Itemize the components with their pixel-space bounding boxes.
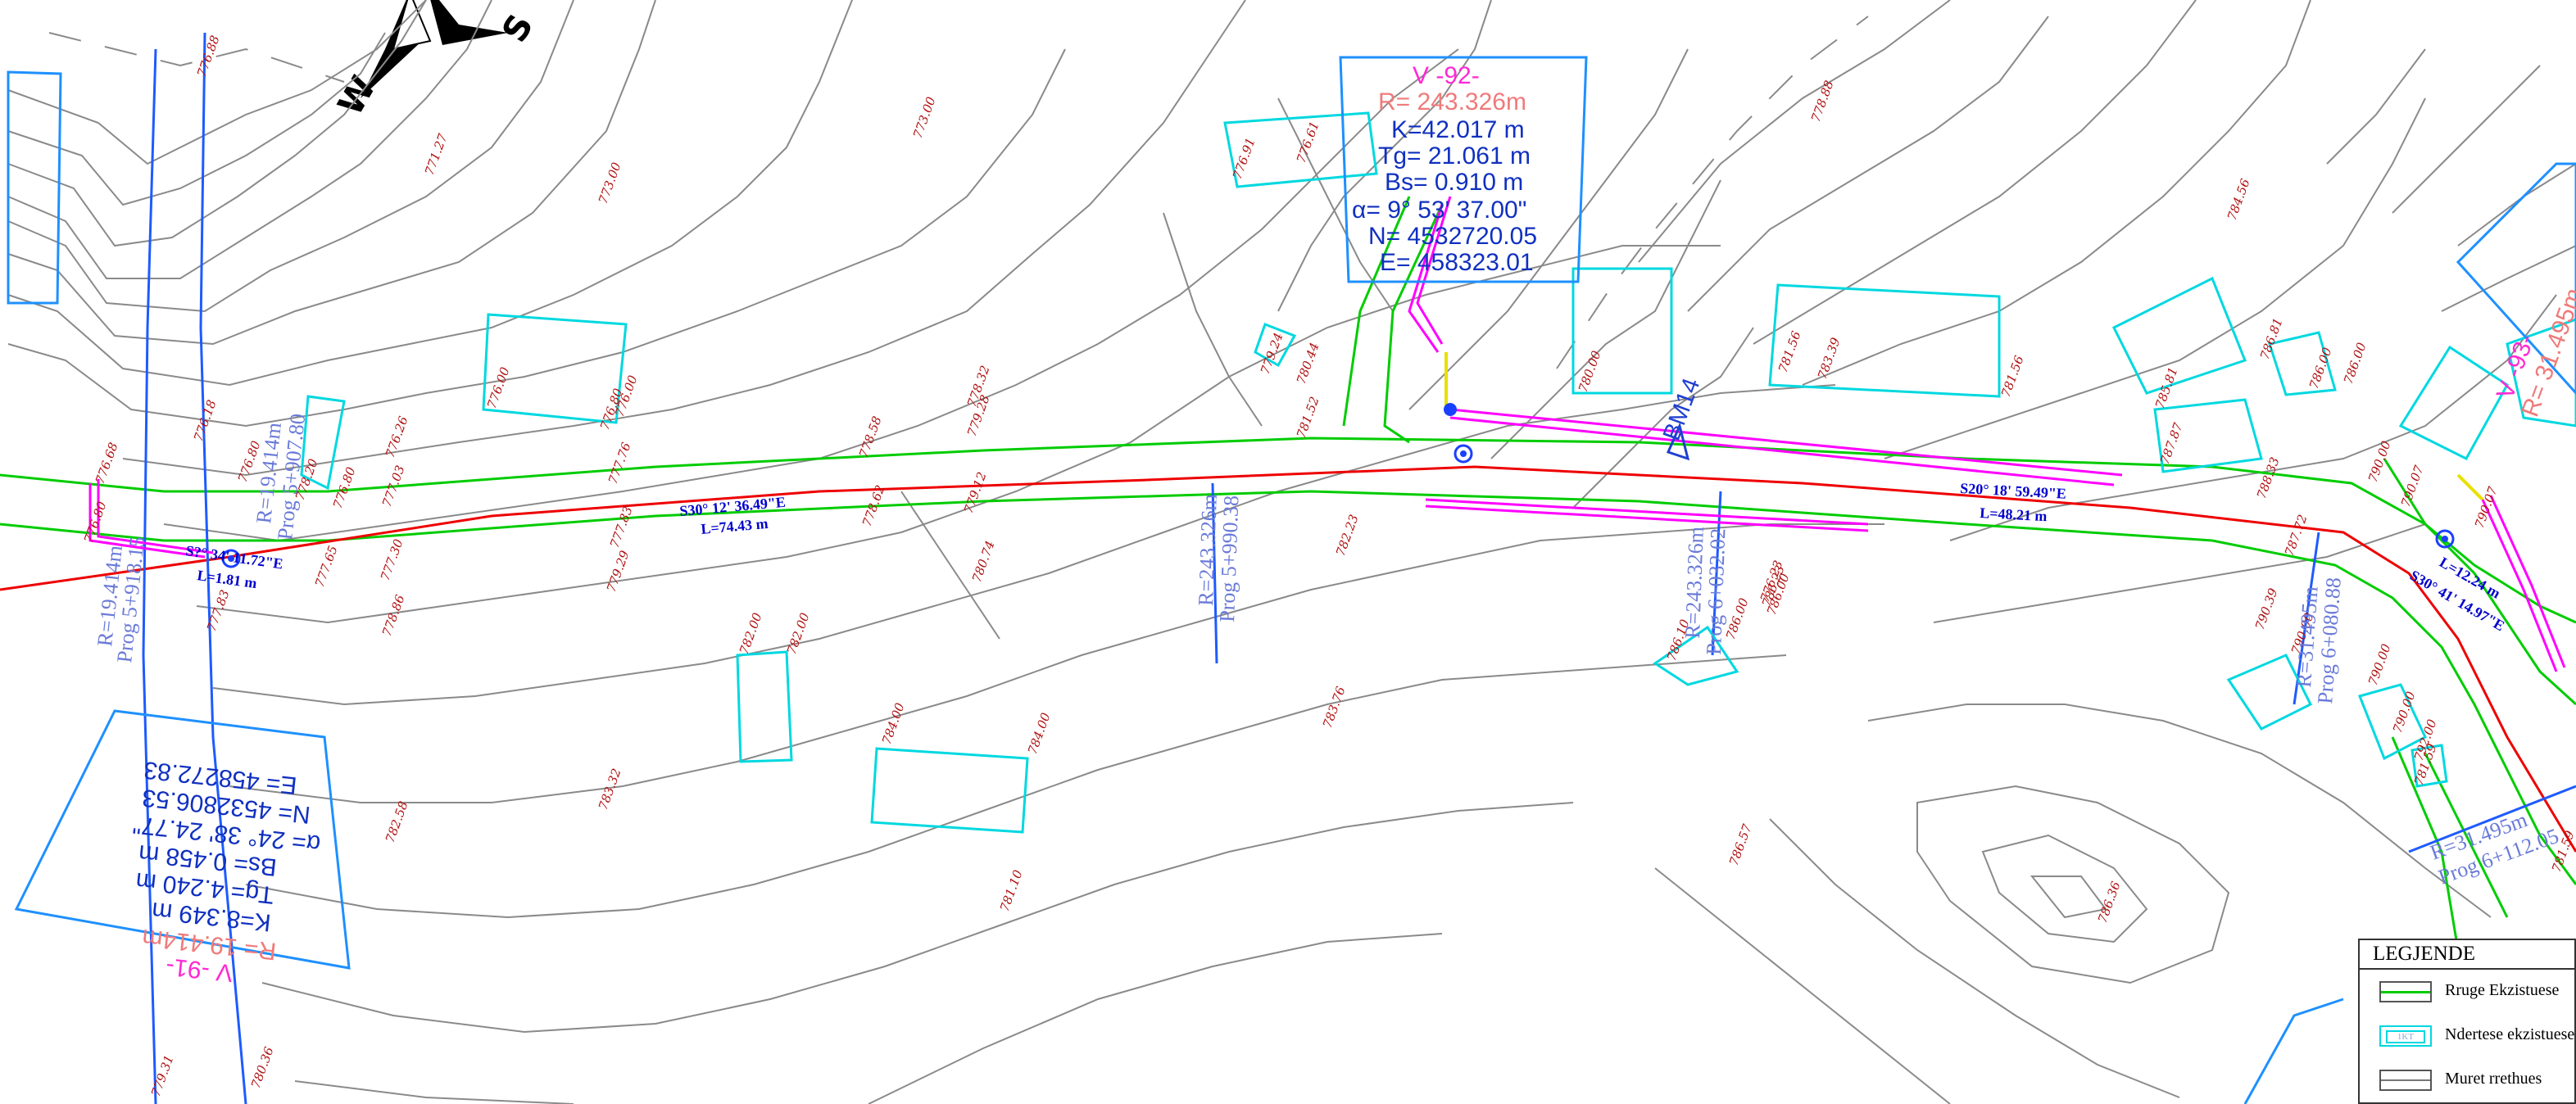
elevation-label: 787.72 — [2282, 513, 2311, 558]
elevation-label: 776.80 — [330, 464, 359, 510]
elevation-label: 786.36 — [2095, 879, 2124, 925]
elevation-label: 782.00 — [784, 610, 813, 656]
elevation-label: 782.58 — [383, 799, 411, 844]
elevation-label: 778.58 — [856, 414, 885, 459]
prog-station: Prog 5+990.38 — [1215, 495, 1243, 623]
legend-item-wall: Muret rrethues — [2360, 1058, 2574, 1102]
elevation-label: 777.76 — [605, 440, 634, 486]
elevation-label: 778.86 — [379, 592, 408, 638]
elevation-label: 786.00 — [2341, 340, 2370, 386]
elevation-label: 781.56 — [1998, 353, 2027, 399]
legend-swatch-building: 1KT — [2379, 1025, 2432, 1047]
curve-93-data: V -93- R= 31.495m — [2492, 285, 2576, 421]
elevation-label: 786.00 — [2306, 345, 2335, 391]
elevation-label: 786.81 — [2257, 316, 2286, 361]
elevation-label: 776.18 — [191, 398, 220, 443]
elevation-label: 780.36 — [248, 1044, 277, 1090]
elevation-label: 781.56 — [1776, 328, 1804, 374]
legend-swatch-building-text: 1KT — [2386, 1030, 2425, 1043]
elevation-label: 781.52 — [1294, 395, 1322, 440]
elevation-label: 790.00 — [2365, 641, 2394, 687]
elevation-label: 784.56 — [2225, 176, 2253, 222]
curve-91-frame — [14, 709, 351, 970]
curve-91-data: V -91- R= 19.414m K=8.349 m Tg= 4.240 m … — [131, 756, 321, 987]
road-axis — [0, 465, 2576, 853]
curve-92-n: N= 4532720.05 — [1368, 223, 1537, 250]
elevation-label: 786.57 — [1726, 821, 1755, 867]
legend-label-wall: Muret rrethues — [2445, 1070, 2542, 1088]
elevation-label: 790.00 — [2365, 438, 2394, 484]
legend-swatch-wall — [2379, 1070, 2432, 1091]
curve-92-tg: Tg= 21.061 m — [1378, 143, 1531, 170]
elevation-label: 783.76 — [1320, 684, 1349, 730]
elevation-label: 787.87 — [2157, 420, 2186, 466]
elevation-label: 779.12 — [961, 470, 990, 515]
elevation-label: 788.33 — [2254, 455, 2283, 500]
elevation-label: 780.74 — [969, 539, 998, 584]
elevation-label: 777.65 — [312, 544, 341, 589]
compass-s-label: S — [494, 7, 542, 49]
legend-item-building: 1KT Ndertese ekzistuese — [2360, 1014, 2574, 1058]
segment-length: L=48.21 m — [1980, 504, 2048, 524]
legend-item-road: Rruge Ekzistuese — [2360, 970, 2574, 1014]
elevation-label: 777.30 — [378, 536, 406, 582]
legend-swatch-road — [2379, 981, 2432, 1002]
curve-92-bs: Bs= 0.910 m — [1385, 169, 1523, 196]
compass-rose: W S — [330, 0, 542, 122]
legend-title: LEGJENDE — [2360, 940, 2574, 970]
elevation-label: 777.83 — [607, 504, 636, 550]
elevation-label: 773.00 — [910, 94, 939, 140]
elevation-label: 784.00 — [1025, 710, 1054, 756]
curve-right-bottom-frame — [2243, 998, 2344, 1104]
elevation-label: 790.39 — [2252, 586, 2281, 631]
elevation-label: 778.88 — [1808, 79, 1837, 124]
curve-left-frame — [7, 70, 62, 305]
elevation-label: 776.68 — [93, 441, 121, 486]
elevation-label: 771.27 — [422, 131, 451, 177]
elevation-label: 781.10 — [997, 867, 1026, 913]
prog-station: Prog 6+032.02 — [1702, 528, 1730, 656]
elevation-label: 773.00 — [596, 160, 624, 206]
elevation-label: 784.00 — [879, 700, 908, 746]
section-lines — [142, 32, 2576, 1104]
curve-92-alpha: α= 9° 53' 37.00" — [1352, 197, 1526, 224]
curve-92-name: V -92- — [1413, 62, 1480, 89]
elevation-label: 776.26 — [383, 414, 411, 459]
elevation-label: 782.23 — [1333, 513, 1362, 558]
curve-92-data: V -92- R= 243.326m K=42.017 m Tg= 21.061… — [1352, 62, 1537, 276]
segment-length: L=1.81 m — [196, 567, 257, 591]
curve-93-frame — [2456, 162, 2576, 396]
yellow-connector-right — [2456, 473, 2484, 501]
vertex-markers — [221, 403, 2455, 568]
elevation-label: 779.29 — [604, 548, 633, 594]
elevation-label: 776.91 — [1230, 136, 1259, 181]
legend-label-building: Ndertese ekzistuese — [2445, 1025, 2575, 1043]
segment-bearing: S30° 12' 36.49"E — [679, 494, 787, 519]
retaining-walls — [88, 196, 2566, 672]
curve-92-radius: R= 243.326m — [1378, 88, 1526, 115]
elevation-label: 780.00 — [1576, 348, 1604, 394]
elevation-label: 779.31 — [148, 1053, 177, 1098]
segment-bearing: S20° 18' 59.49"E — [1960, 480, 2067, 502]
elevation-label: 780.44 — [1294, 341, 1322, 386]
elevation-label: 782.00 — [737, 610, 765, 656]
elevation-label: 776.61 — [1294, 120, 1322, 165]
elevation-label: 776.00 — [484, 364, 513, 410]
elevation-label: 785.81 — [2152, 365, 2181, 410]
curve-92-k: K=42.017 m — [1391, 116, 1525, 143]
legend-label-road: Rruge Ekzistuese — [2445, 981, 2560, 999]
elevation-label: 779.24 — [1258, 331, 1286, 376]
elevation-label: 783.39 — [1815, 335, 1844, 381]
prog-radius: R=243.326m — [1680, 527, 1708, 640]
map-legend: LEGJENDE Rruge Ekzistuese 1KT Ndertese e… — [2358, 939, 2576, 1104]
elevation-labels: 776.88 771.27 773.00 773.00 776.61 776.9… — [81, 34, 2576, 1098]
prog-radius: R=243.326m — [1194, 494, 1222, 607]
curve-92-e: E= 458323.01 — [1380, 249, 1534, 276]
curve-92-frame — [1339, 56, 1588, 283]
buildings — [300, 111, 2576, 834]
segment-length: L=74.43 m — [701, 515, 769, 537]
